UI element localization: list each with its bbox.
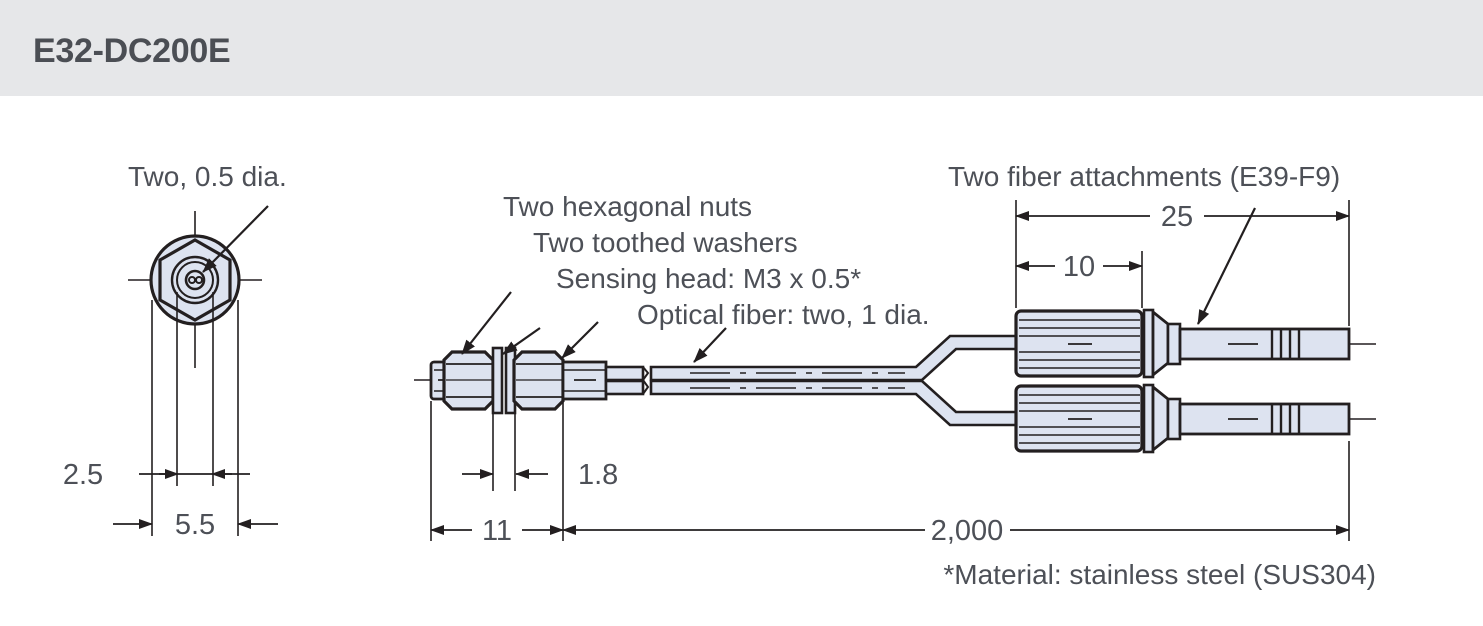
callout-sensing-head: Sensing head: M3 x 0.5* xyxy=(556,263,861,294)
dim-label-2000: 2,000 xyxy=(931,515,1004,547)
dim-label-1p8: 1.8 xyxy=(578,459,618,491)
leader-fiber-attachments xyxy=(1197,207,1256,325)
dim-label-25: 25 xyxy=(1161,201,1193,233)
end-view-group: Two, 0.5 dia. 2.5 5.5 xyxy=(63,161,287,541)
attachment-upper-tip xyxy=(1178,327,1351,361)
attachment-dimension-group: 25 10 Two fiber attachments (E39-F9) xyxy=(948,161,1350,326)
page-title: E32-DC200E xyxy=(33,32,231,70)
callout-optical-fiber: Optical fiber: two, 1 dia. xyxy=(637,299,930,330)
attachment-lower-taper-base xyxy=(1166,397,1182,441)
material-footnote: *Material: stainless steel (SUS304) xyxy=(943,559,1376,590)
callout-fiber-attachments: Two fiber attachments (E39-F9) xyxy=(948,161,1340,192)
end-view-fiber-core-right xyxy=(195,276,203,284)
attachment-lower-tip-grooves xyxy=(1270,404,1301,434)
technical-drawing-svg: Two, 0.5 dia. 2.5 5.5 xyxy=(63,161,1376,590)
toothed-washer-1 xyxy=(491,346,504,415)
cable-break-symbol xyxy=(641,366,650,395)
leader-optical-fiber xyxy=(693,327,727,363)
fiber-attachment-upper xyxy=(1014,308,1376,379)
attachment-upper-taper xyxy=(1151,309,1170,378)
model-header-band: E32-DC200E xyxy=(0,0,1483,96)
leader-hex-nuts xyxy=(461,291,512,355)
attachment-upper-ribs xyxy=(1019,319,1140,369)
leader-two-dia xyxy=(202,205,269,273)
dim-label-11-mask xyxy=(472,514,522,546)
drawing-canvas: Two, 0.5 dia. 2.5 5.5 xyxy=(0,96,1483,626)
callout-toothed-washers: Two toothed washers xyxy=(533,227,798,258)
attachment-lower-taper xyxy=(1151,384,1170,453)
leader-toothed-washers xyxy=(502,327,541,355)
attachment-upper-taper-base xyxy=(1166,322,1182,366)
leader-sensing-head xyxy=(561,321,599,359)
sensing-head-group: Two hexagonal nuts Two toothed washers S… xyxy=(414,191,930,415)
fiber-cable-stub-upper xyxy=(604,365,645,382)
dim-label-11: 11 xyxy=(482,515,512,547)
dim-label-10: 10 xyxy=(1063,251,1095,283)
callout-hex-nuts: Two hexagonal nuts xyxy=(503,191,752,222)
callout-two-dia: Two, 0.5 dia. xyxy=(128,161,287,192)
attachment-lower-ribs xyxy=(1019,394,1140,444)
fiber-cable-stub-lower xyxy=(604,379,645,396)
fiber-attachment-lower xyxy=(1014,383,1376,454)
dim-label-2p5: 2.5 xyxy=(63,459,103,491)
attachment-upper-tip-grooves xyxy=(1270,329,1301,359)
side-view-dimension-group: 1.8 11 2,000 xyxy=(430,401,1350,547)
dim-label-5p5: 5.5 xyxy=(175,509,215,541)
attachment-lower-tip xyxy=(1178,402,1351,436)
